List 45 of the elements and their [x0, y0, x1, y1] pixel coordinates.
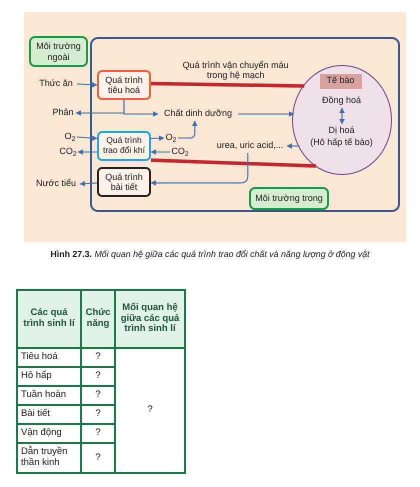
table-cell: Vận động — [17, 424, 81, 443]
substance-label: O$_{2}$ — [164, 131, 178, 145]
table-cell: ? — [81, 348, 115, 367]
arrow — [150, 149, 170, 155]
arrow — [286, 143, 300, 149]
substance-label: O$_{2}$ — [63, 130, 77, 144]
environment-label: Môi trường trong — [249, 187, 329, 210]
table-header-cell: Các quá trình sinh lí — [17, 290, 81, 348]
cell-tag: Tế bào — [320, 74, 362, 88]
substance-label: Nước tiểu — [32, 177, 80, 191]
arrow — [150, 153, 248, 186]
process-box: Quá trình tiêu hoá — [97, 70, 151, 100]
substance-label: CO$_{2}$ — [170, 145, 190, 159]
substance-label: Phân — [50, 106, 76, 120]
arrow — [150, 135, 165, 141]
table-cell: ? — [115, 348, 185, 473]
environment-label: Môi trường ngoài — [29, 36, 88, 67]
connector-line — [150, 158, 316, 168]
process-label: Đồng hoá — [318, 94, 366, 108]
arrow — [178, 120, 198, 139]
table-cell: Bài tiết — [17, 405, 81, 424]
edge-label: Quá trình vận chuyển máu trong hệ mạch — [182, 60, 290, 82]
connector-line — [150, 82, 304, 88]
table-cell: Dẫn truyền thần kinh — [17, 443, 81, 473]
table-header-cell: Chức năng — [81, 290, 115, 348]
arrow — [339, 107, 345, 125]
substance-label: Thức ăn — [35, 77, 77, 91]
arrow — [238, 111, 294, 117]
substance-label: urea, uric acid,... — [213, 139, 287, 153]
arrow — [77, 149, 97, 155]
table-cell: Hô hấp — [17, 367, 81, 386]
arrow — [79, 180, 98, 186]
table-header-cell: Mối quan hệ giữa các quá trình sinh lí — [115, 290, 185, 348]
arrow — [123, 100, 159, 117]
table-cell: Tiêu hoá — [17, 348, 81, 367]
process-label: Dị hoá (Hô hấp tế bào) — [304, 124, 378, 150]
environment-frame — [90, 37, 400, 212]
arrow — [76, 82, 98, 88]
figure-caption: Hình 27.3. Mối quan hệ giữa các quá trình trao đổi chất và năng lượng ở động vật — [49, 248, 371, 261]
arrow — [76, 135, 98, 141]
process-box: Quá trình bài tiết — [97, 167, 151, 197]
substance-label: Chất dinh dưỡng — [158, 107, 238, 121]
substance-label: CO$_{2}$ — [58, 145, 78, 159]
process-box: Quá trình trao đổi khí — [97, 131, 151, 161]
table-cell: Tuần hoàn — [17, 386, 81, 405]
